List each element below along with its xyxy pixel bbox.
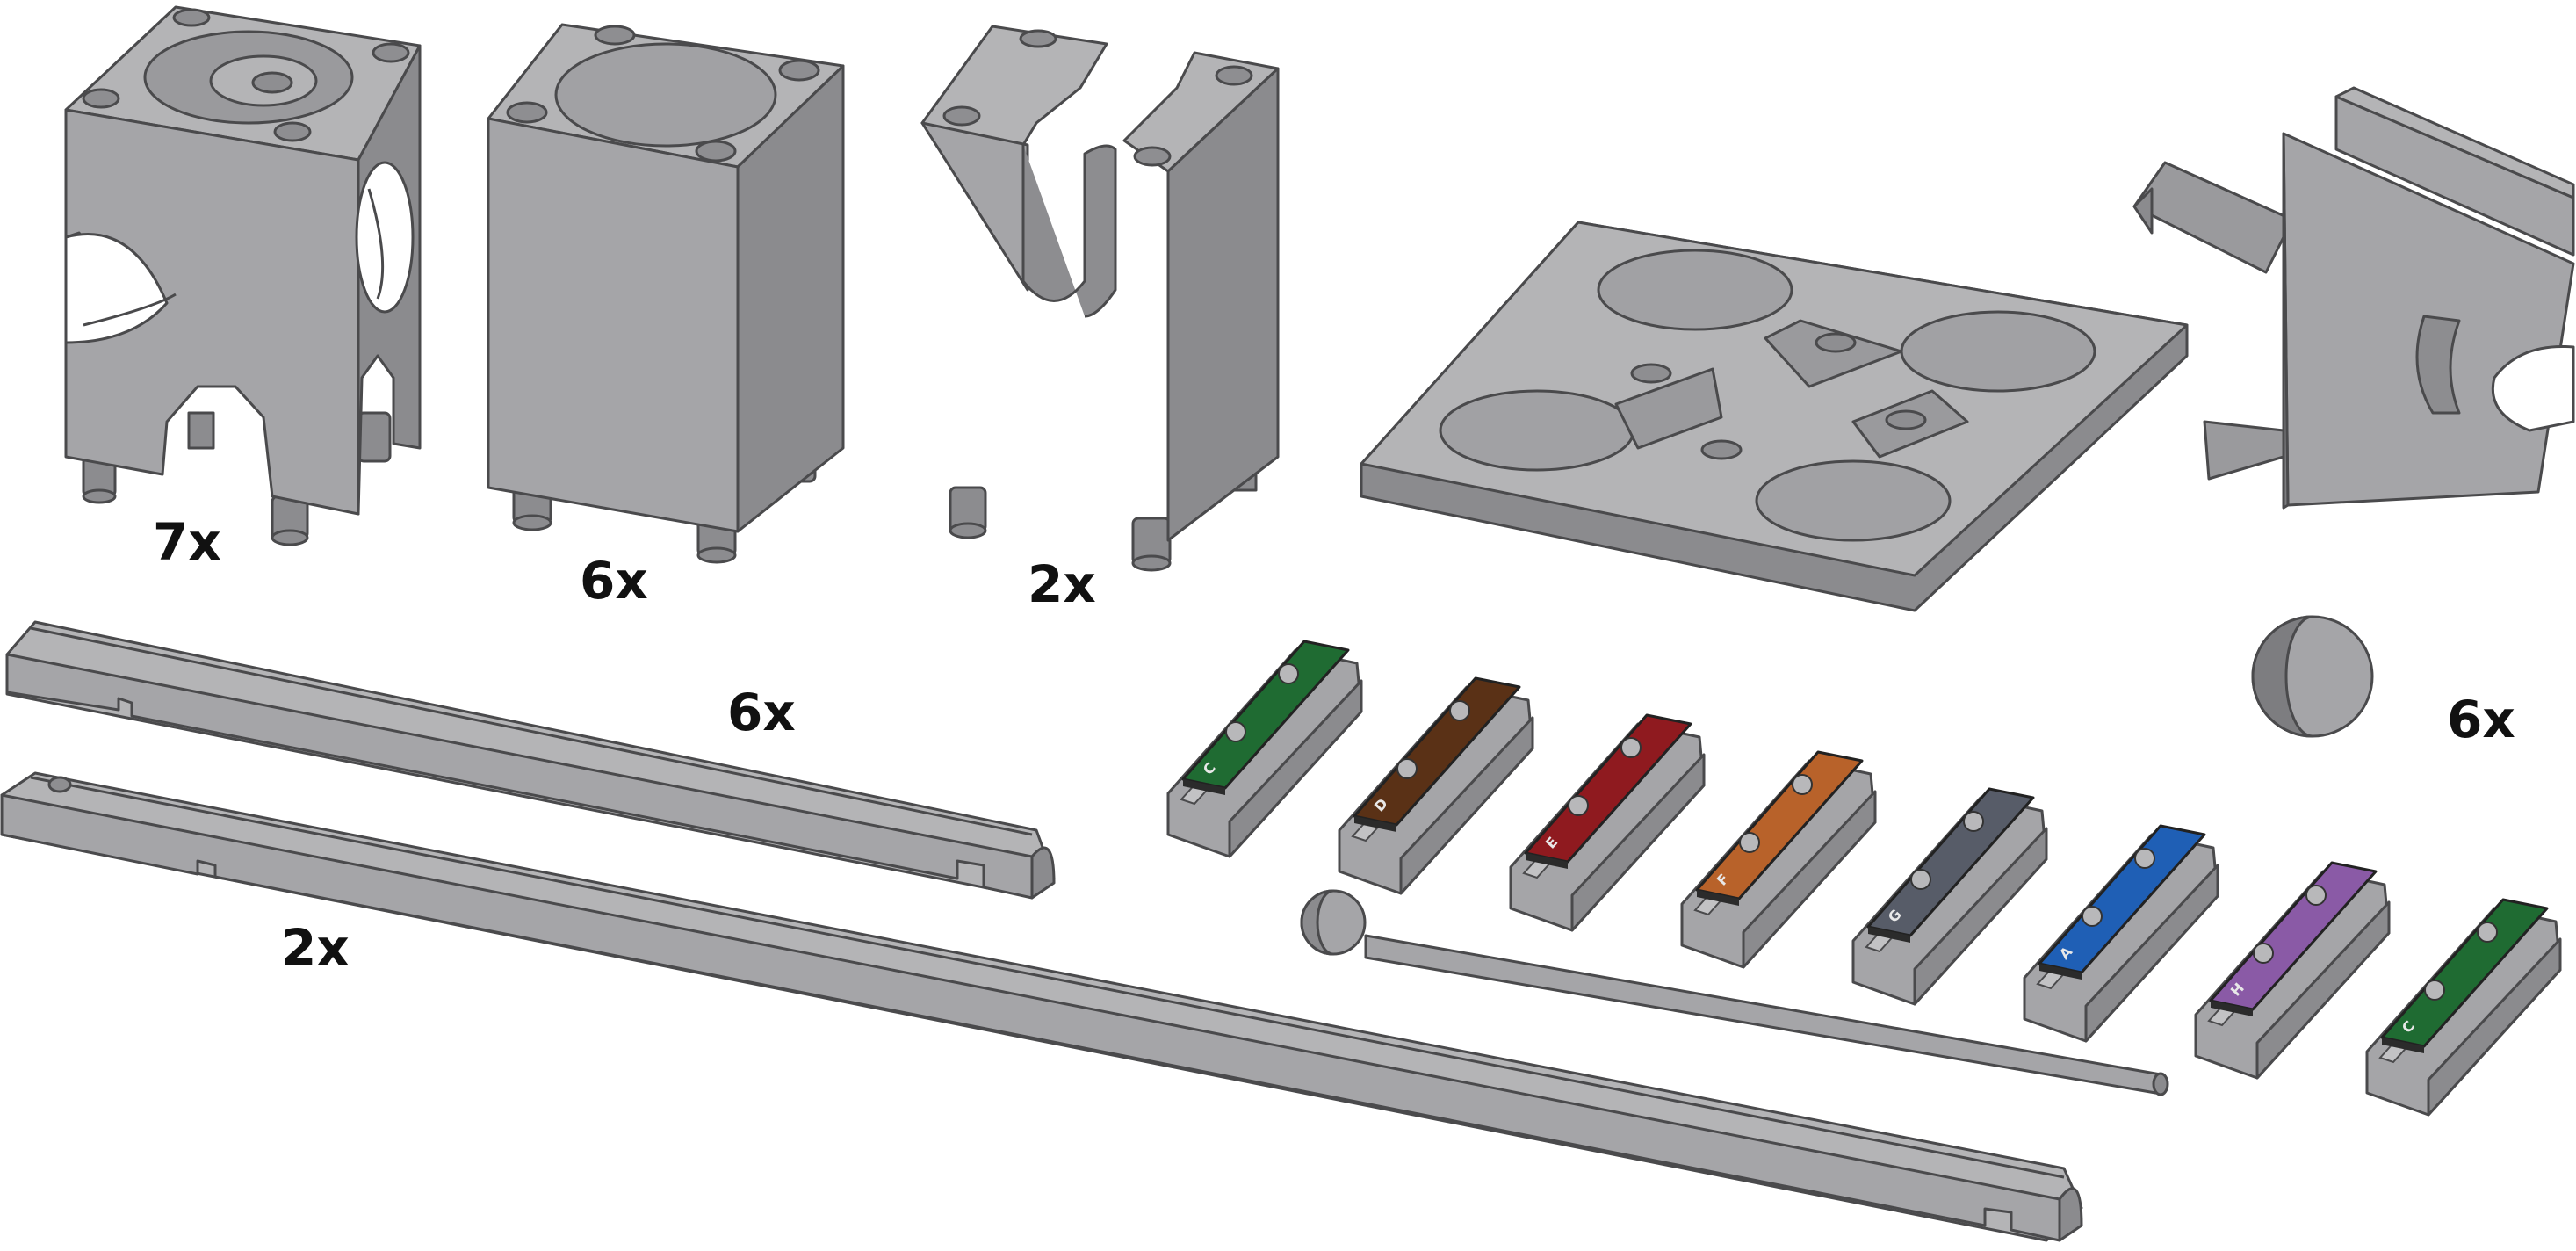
base-plate <box>1360 221 2189 612</box>
cube-with-holes <box>64 5 422 546</box>
screw-icon <box>1792 774 1813 795</box>
quantity-label-long-rail: 2x <box>281 918 350 978</box>
quantity-label-short-rail: 6x <box>727 683 796 742</box>
xylophone-bar: F <box>1680 750 1877 969</box>
ramp-wedge <box>2132 86 2575 510</box>
screw-icon <box>2253 943 2274 964</box>
quantity-label-slotted-block: 2x <box>1028 554 1096 614</box>
xylophone-bar: E <box>1509 713 1706 932</box>
long-rail <box>0 771 2083 1242</box>
quantity-label-plain-block: 6x <box>580 551 648 611</box>
screw-icon <box>1568 795 1589 816</box>
ball <box>2251 615 2374 738</box>
screw-icon <box>2134 848 2155 869</box>
xylophone-bar: A <box>2023 824 2219 1043</box>
mallet <box>1300 889 2169 1096</box>
quantity-label-balls: 6x <box>2447 690 2515 749</box>
screw-icon <box>1449 700 1470 721</box>
xylophone-bar: C <box>2365 898 2562 1117</box>
peg <box>949 446 1258 572</box>
screw-icon <box>2424 980 2445 1001</box>
xylophone-bar: D <box>1338 676 1534 895</box>
screw-icon <box>1620 737 1642 758</box>
plain-block <box>487 23 845 564</box>
screw-icon <box>2477 922 2498 943</box>
screw-icon <box>1739 832 1760 853</box>
screw-icon <box>1910 869 1931 890</box>
xylophone-bar: G <box>1851 787 2048 1006</box>
screw-icon <box>2082 906 2103 927</box>
short-rail <box>5 620 1056 900</box>
screw-icon <box>1396 758 1418 779</box>
screw-icon <box>2305 885 2327 906</box>
screw-icon <box>1963 811 1984 832</box>
slotted-block <box>920 25 1280 572</box>
peg <box>82 411 392 546</box>
quantity-label-cube: 7x <box>153 512 221 572</box>
screw-icon <box>1225 721 1246 742</box>
xylophone-bar: C <box>1166 640 1363 858</box>
screw-icon <box>1278 663 1299 684</box>
xylophone-bar: H <box>2194 861 2391 1080</box>
